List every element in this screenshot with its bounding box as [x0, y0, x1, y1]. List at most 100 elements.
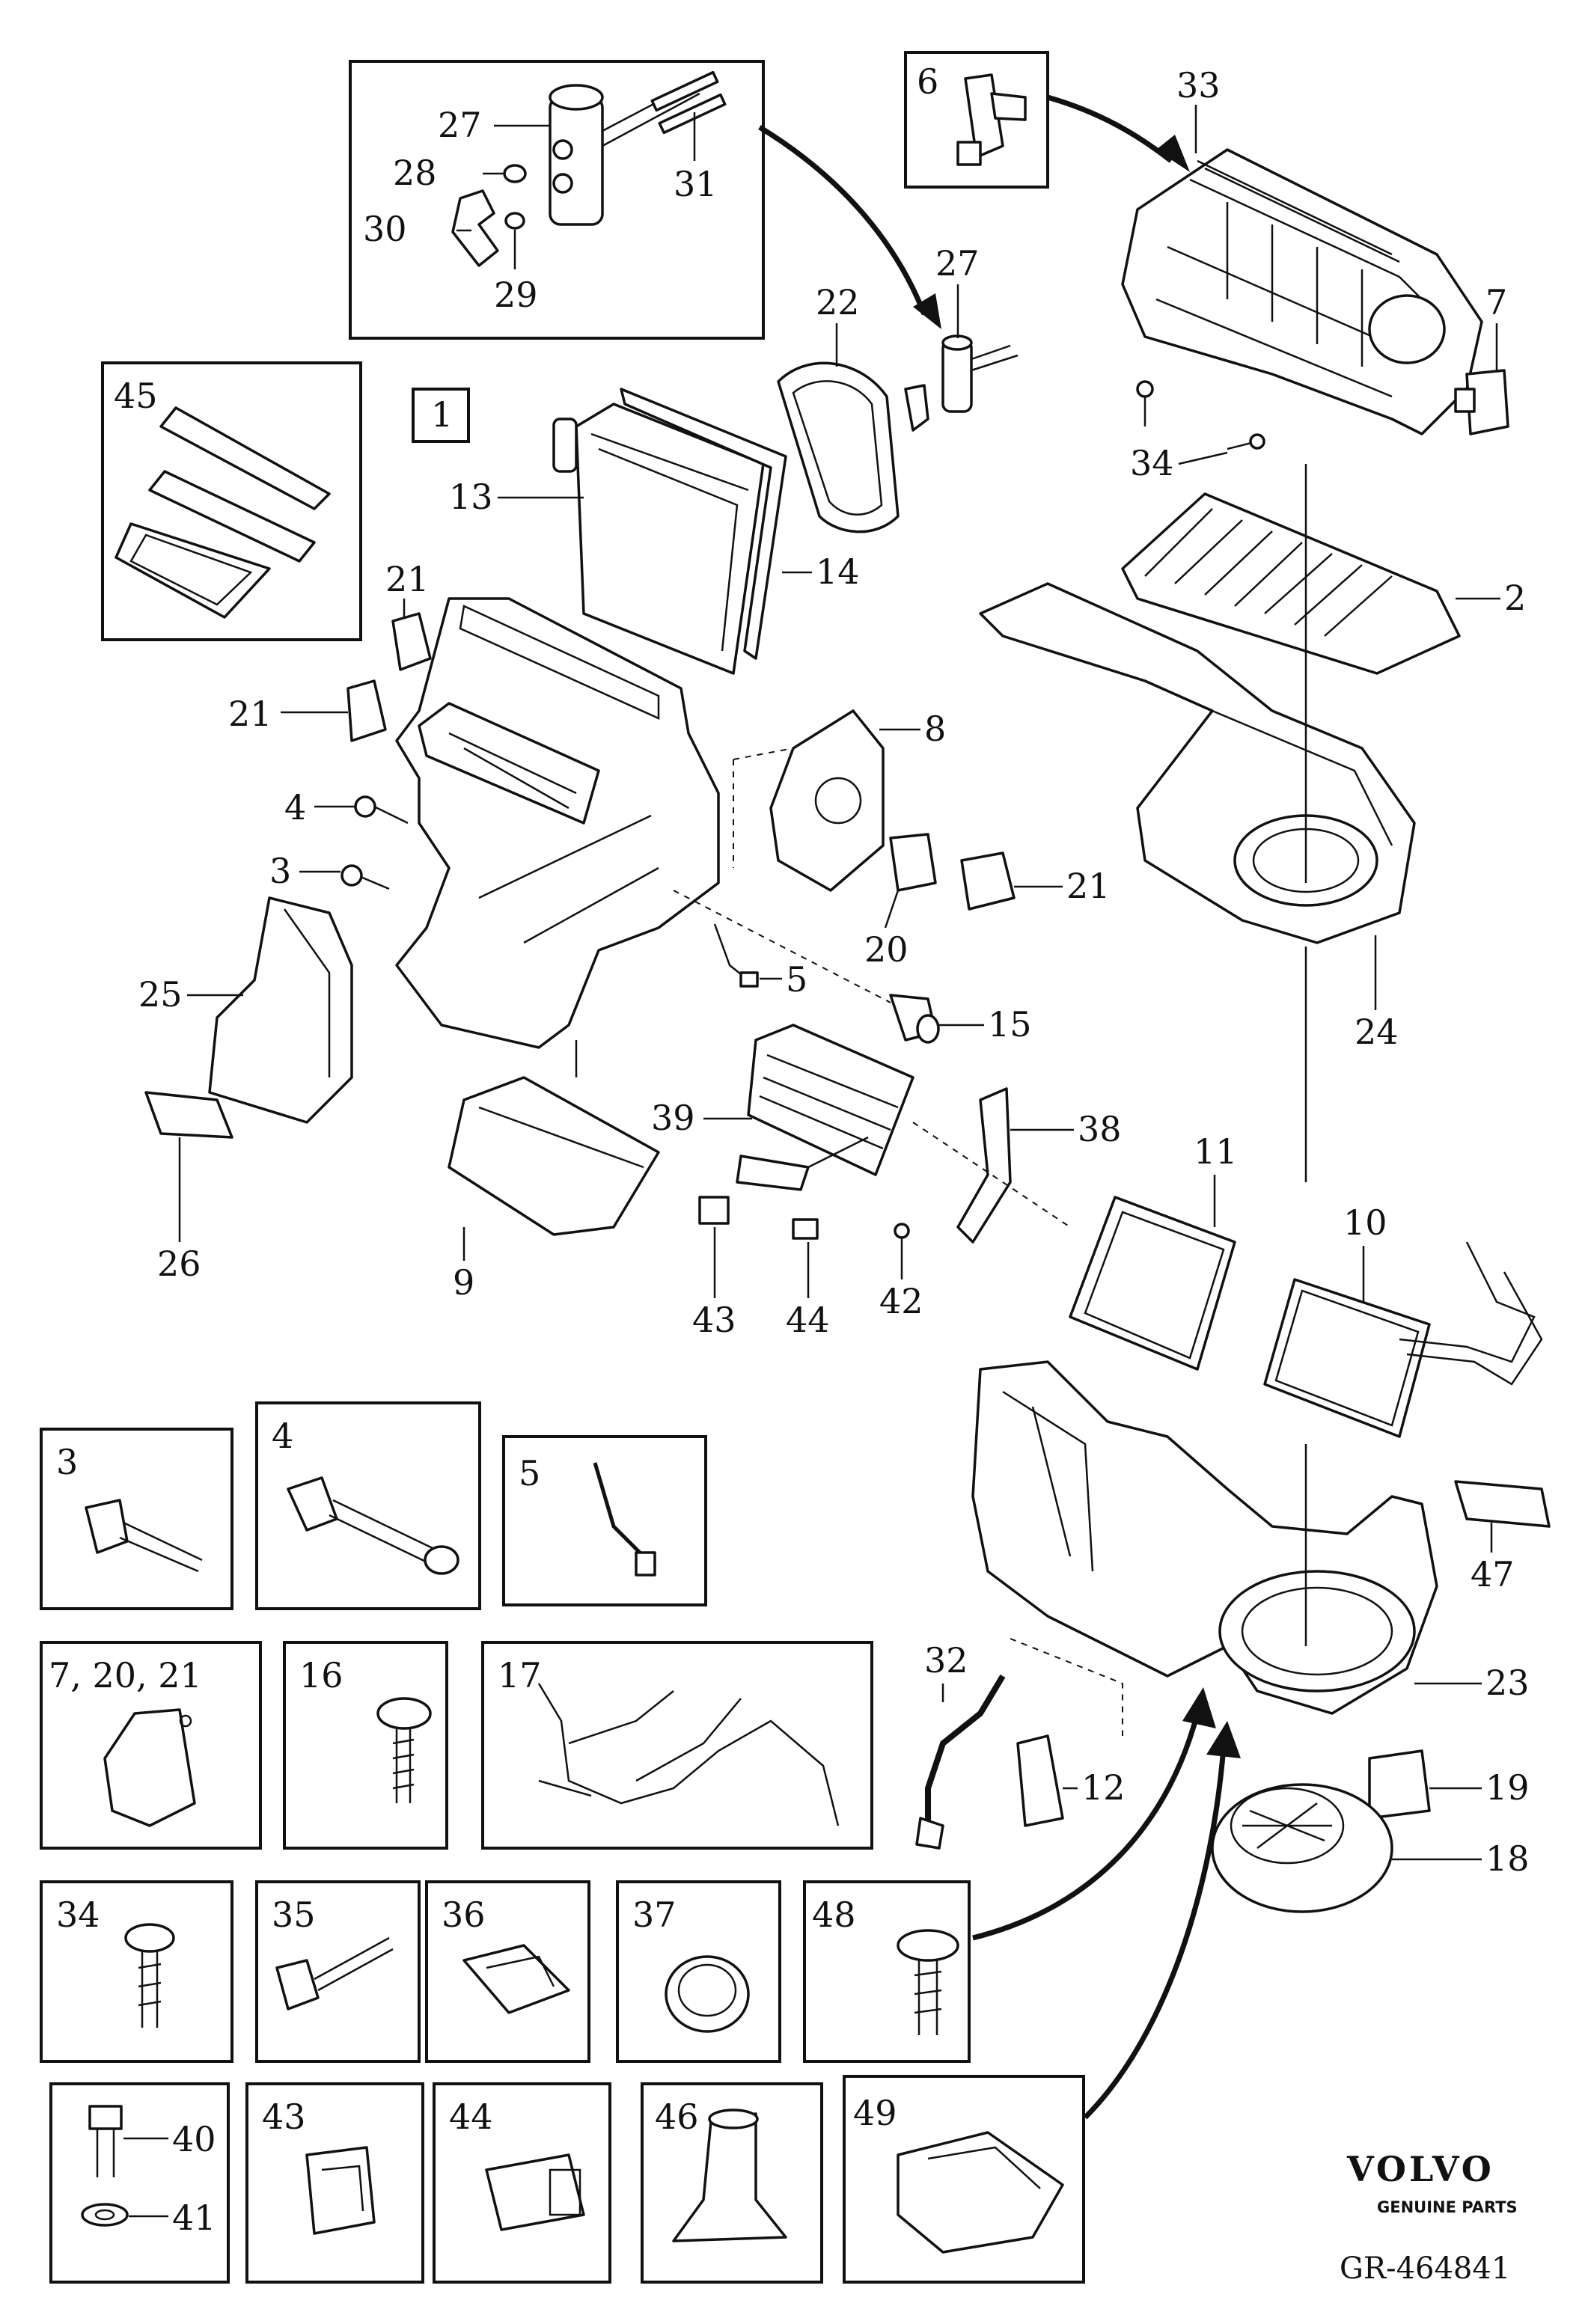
actuator-20-drawing — [889, 833, 937, 892]
callout-11: 11 — [1194, 1131, 1238, 1172]
callout-10: 10 — [1343, 1202, 1387, 1243]
callout-45: 45 — [114, 376, 158, 416]
callout-7: 7 — [1485, 282, 1507, 322]
box-7-20-21 — [40, 1641, 262, 1850]
box-36-label: 36 — [442, 1895, 486, 1935]
actuator-7-drawing — [1454, 369, 1509, 435]
callout-5: 5 — [786, 959, 807, 1000]
arrow-6-head — [1156, 135, 1190, 172]
box-48-label: 48 — [812, 1895, 856, 1935]
box-46-part — [672, 2109, 787, 2242]
inset-part-45 — [101, 361, 362, 641]
callout-21c: 21 — [1066, 866, 1111, 906]
lower-housing-drawing — [971, 1360, 1438, 1715]
box-44-label: 44 — [449, 2097, 493, 2137]
box-7-20-21-label: 7, 20, 21 — [49, 1655, 202, 1695]
callout-44: 44 — [786, 1300, 830, 1340]
box-36-part — [462, 1944, 570, 2014]
box-49-part — [897, 2131, 1064, 2254]
callout-33: 33 — [1176, 65, 1221, 106]
callout-34: 34 — [1130, 443, 1174, 483]
callout-6: 6 — [917, 61, 938, 102]
callout-18: 18 — [1485, 1838, 1530, 1879]
volvo-logo: VOLVO — [1346, 2149, 1494, 2189]
part-12-drawing — [1016, 1734, 1064, 1827]
callout-20: 20 — [864, 929, 909, 970]
box-46 — [641, 2082, 823, 2284]
box-3-label: 3 — [56, 1442, 78, 1482]
box-16-part — [376, 1697, 432, 1803]
part-4-drawing — [354, 795, 409, 825]
box-5-label: 5 — [519, 1453, 540, 1493]
assembly-8-drawing — [769, 709, 885, 892]
box-43-part — [305, 2146, 376, 2235]
callout-14: 14 — [816, 551, 860, 592]
box-5-part — [593, 1462, 656, 1577]
box-37-part — [665, 1955, 750, 2033]
callout-38: 38 — [1078, 1109, 1122, 1149]
evaporator-11-drawing — [1069, 1196, 1236, 1371]
screw-34-drawing — [1136, 380, 1265, 450]
heater-39-drawing — [747, 1024, 914, 1176]
actuator-6-drawing — [956, 73, 1027, 166]
box-4-part — [287, 1476, 459, 1575]
callout-39: 39 — [651, 1098, 695, 1138]
box-17-label: 17 — [498, 1655, 542, 1695]
callout-27b: 27 — [935, 243, 980, 284]
main-housing-drawing — [395, 597, 720, 1049]
callout-8: 8 — [924, 709, 946, 749]
callout-13: 13 — [449, 477, 493, 517]
callout-47: 47 — [1471, 1554, 1515, 1594]
box-40-label: 40 — [172, 2119, 216, 2159]
part-15-drawing — [889, 994, 940, 1044]
box-40-41-part — [81, 2105, 129, 2227]
actuator-21b-drawing — [346, 679, 387, 742]
inset-expansion-valve — [349, 60, 765, 340]
box-4-label: 4 — [272, 1416, 293, 1456]
callout-31: 31 — [674, 164, 718, 204]
box-35 — [255, 1880, 421, 2063]
box-17-part — [537, 1683, 840, 1826]
callout-21a: 21 — [385, 559, 430, 599]
box-44 — [433, 2082, 611, 2284]
box-43-label: 43 — [262, 2097, 306, 2137]
box-48 — [803, 1880, 971, 2063]
box-7-20-21-part — [103, 1708, 196, 1827]
box-16-label: 16 — [299, 1655, 343, 1695]
callout-43: 43 — [692, 1300, 736, 1340]
expansion-valve-drawing — [451, 70, 727, 267]
callout-27: 27 — [438, 105, 482, 145]
box-3 — [40, 1428, 233, 1610]
hose-32-drawing — [915, 1674, 1006, 1850]
part-38-drawing — [956, 1087, 1012, 1244]
arrow-48-head — [1182, 1687, 1216, 1728]
part-3-drawing — [341, 864, 390, 890]
evaporator-13-drawing — [552, 388, 787, 675]
box-40-41 — [49, 2082, 230, 2284]
box-35-label: 35 — [272, 1895, 316, 1935]
duct-25-drawing — [208, 896, 353, 1124]
blower-18-drawing — [1211, 1783, 1393, 1913]
actuator-21a-drawing — [391, 612, 432, 671]
callout-22: 22 — [816, 282, 860, 322]
dashed-12 — [1010, 1638, 1123, 1736]
actuator-21c-drawing — [960, 851, 1016, 911]
callout-15: 15 — [988, 1004, 1032, 1045]
gaskets-45-drawing — [114, 406, 331, 619]
inset-part-1 — [412, 388, 470, 443]
callout-23: 23 — [1485, 1663, 1530, 1703]
dashed-15 — [673, 890, 891, 1003]
part-47-drawing — [1454, 1480, 1551, 1528]
callout-19: 19 — [1485, 1767, 1530, 1808]
dashed-38 — [912, 1122, 1071, 1228]
box-3-part — [85, 1499, 203, 1573]
callout-42: 42 — [879, 1281, 923, 1321]
box-34-label: 34 — [56, 1895, 100, 1935]
box-16 — [283, 1641, 448, 1850]
genuine-parts-tagline: GENUINE PARTS — [1377, 2198, 1518, 2216]
housing-33-drawing — [1121, 148, 1483, 435]
arrow-valve-head — [913, 293, 941, 329]
box-48-part — [897, 1929, 959, 2035]
callout-32: 32 — [924, 1640, 968, 1681]
